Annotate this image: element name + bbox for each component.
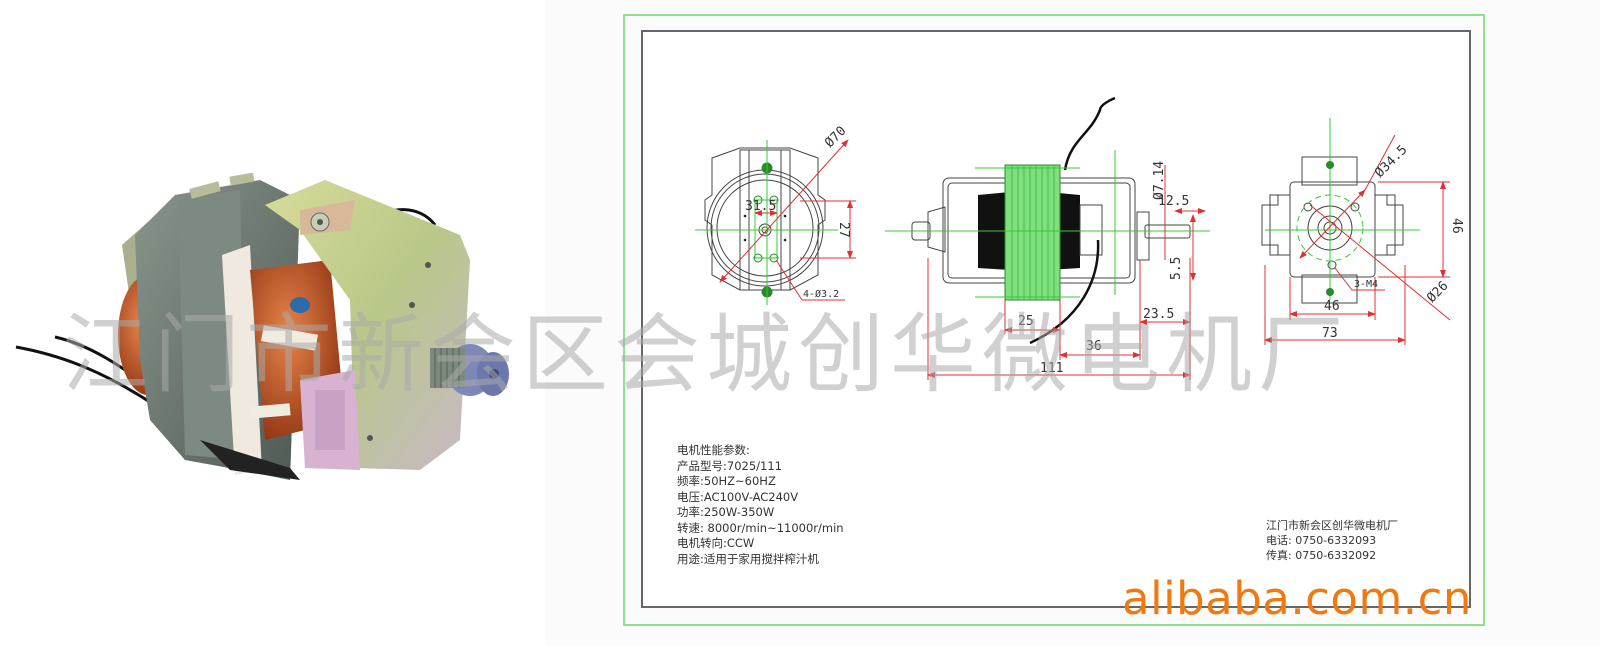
spec-speed: 转速: 8000r/min~11000r/min bbox=[677, 520, 844, 535]
drawing-outer-frame bbox=[623, 14, 1485, 626]
dim-side-flat: 5.5 bbox=[1169, 257, 1184, 280]
drawing-inner-frame bbox=[641, 30, 1471, 608]
dim-rear-bolt-circle: Ø34.5 bbox=[1372, 143, 1410, 181]
rear-view: Ø34.5 46 3-M4 Ø26 46 73 bbox=[1261, 118, 1464, 345]
specs-title: 电机性能参数: bbox=[677, 443, 750, 457]
company-phone: 电话: 0750-6332093 bbox=[1266, 534, 1377, 547]
dim-side-center: 36 bbox=[1086, 339, 1102, 354]
spec-frequency: 频率:50HZ~60HZ bbox=[677, 474, 776, 488]
dim-side-shaft-dia: Ø7.14 bbox=[1152, 161, 1167, 200]
spec-voltage: 电压:AC100V-AC240V bbox=[677, 489, 799, 504]
dim-rear-overall-width: 73 bbox=[1322, 326, 1338, 341]
motor-illustration bbox=[15, 172, 509, 480]
spec-power: 功率:250W-350W bbox=[677, 505, 775, 519]
spec-rotation: 电机转向:CCW bbox=[677, 536, 755, 550]
company-contact: 江门市新会区创华微电机厂 电话: 0750-6332093 传真: 0750-6… bbox=[1266, 518, 1398, 563]
side-view: Ø7.14 12.5 5.5 25 36 23.5 111 bbox=[885, 96, 1210, 380]
dim-side-stack: 25 bbox=[1018, 314, 1034, 329]
spec-application: 用途:适用于家用搅拌榨汁机 bbox=[677, 551, 819, 566]
dim-side-shaft-ext: 23.5 bbox=[1143, 307, 1174, 322]
dim-front-hole-v: 27 bbox=[836, 222, 851, 238]
alibaba-brand-mark: alibaba.com.cn bbox=[1122, 572, 1472, 625]
motor-photo bbox=[0, 0, 545, 660]
dim-front-hole-h: 31.5 bbox=[745, 199, 776, 214]
dim-side-shaft-len: 12.5 bbox=[1158, 194, 1189, 209]
dim-front-holes: 4-Ø3.2 bbox=[803, 288, 839, 300]
company-fax: 传真: 0750-6332092 bbox=[1266, 549, 1377, 562]
spec-model: 产品型号:7025/111 bbox=[677, 458, 782, 473]
dim-rear-mount-width: 46 bbox=[1324, 299, 1340, 314]
company-name: 江门市新会区创华微电机厂 bbox=[1266, 519, 1398, 532]
motor-specs: 电机性能参数: 产品型号:7025/111 频率:50HZ~60HZ 电压:AC… bbox=[677, 443, 844, 567]
dim-side-overall: 111 bbox=[1040, 361, 1063, 376]
dim-front-od: Ø70 bbox=[822, 124, 849, 151]
dim-rear-threads: 3-M4 bbox=[1354, 279, 1378, 290]
front-view: Ø70 31.5 27 4-Ø3.2 bbox=[695, 124, 856, 305]
dim-rear-height: 46 bbox=[1449, 218, 1464, 234]
